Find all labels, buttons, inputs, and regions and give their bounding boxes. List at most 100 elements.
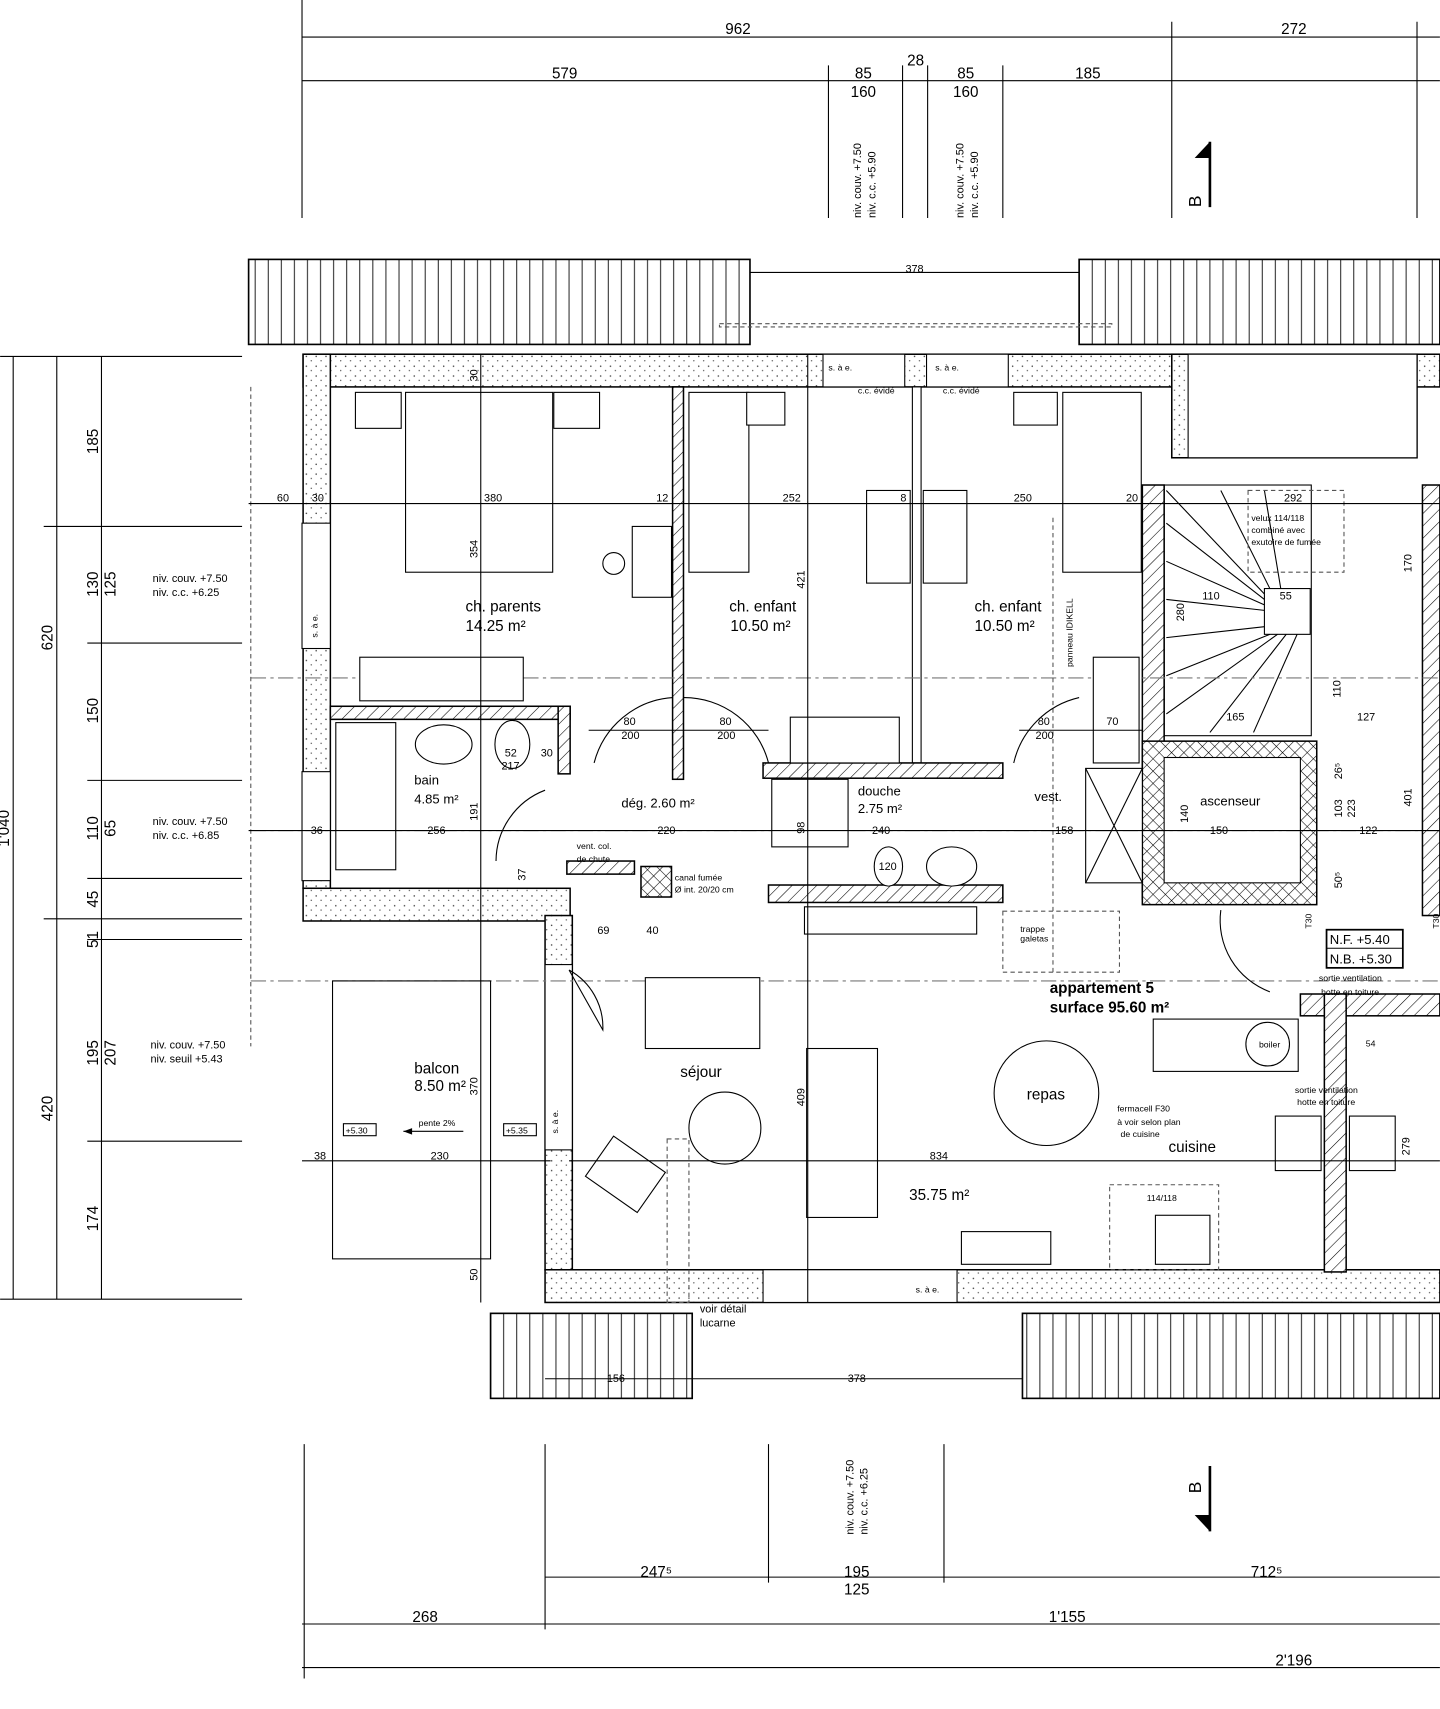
dim: 30: [468, 369, 480, 381]
dim: 103: [1333, 799, 1345, 817]
room-area: 4.85 m²: [414, 791, 459, 806]
dim: 12: [656, 492, 668, 504]
svg-text:B: B: [1185, 1482, 1205, 1494]
dim: 223: [1346, 799, 1358, 817]
dim: 200: [717, 730, 735, 742]
dim: 54: [1366, 1038, 1376, 1048]
room-name: ch. enfant: [729, 598, 797, 615]
level-box: N.F. +5.40 N.B. +5.30: [1325, 928, 1404, 969]
dim: 122: [1359, 825, 1377, 837]
room-area: 14.25 m²: [466, 618, 526, 635]
dim: 38: [314, 1151, 326, 1163]
level-note: niv. c.c. +6.85: [153, 830, 220, 842]
note: boiler: [1259, 1039, 1280, 1049]
note: 114/118: [1147, 1193, 1177, 1203]
dim: 110: [1202, 590, 1219, 602]
level-note: niv. c.c. +5.90: [866, 151, 878, 218]
note: s. à e.: [309, 614, 319, 638]
note: c.c. évidé: [943, 385, 980, 395]
dim: 292: [1284, 492, 1302, 504]
note: Ø int. 20/20 cm: [675, 885, 734, 895]
level-note: niv. c.c. +6.25: [859, 1468, 871, 1535]
dim: 30: [312, 492, 324, 504]
dim: 165: [1226, 711, 1244, 723]
dim-620: 620: [39, 625, 56, 650]
dim: 240: [872, 825, 890, 837]
dim-85: 85: [855, 65, 872, 82]
dim: 20: [1126, 492, 1138, 504]
note: trappe: [1020, 924, 1045, 934]
dim-85b: 85: [957, 65, 974, 82]
dim: 30: [541, 747, 553, 759]
note: pente 2%: [419, 1118, 456, 1128]
note: sortie ventilation: [1319, 973, 1382, 983]
note: hotte en toiture: [1297, 1097, 1355, 1107]
dim: 110: [85, 816, 102, 840]
dim: 140: [1179, 805, 1191, 823]
dim: 401: [1403, 788, 1415, 806]
dimension-top: 962 272 579 85 28 85 185 160 160 niv. co…: [301, 0, 1440, 218]
dim: 279: [1400, 1137, 1412, 1155]
room-name: vest.: [1034, 789, 1062, 804]
floor-level: N.F. +5.40: [1330, 932, 1390, 947]
dimension-bottom: 247⁵ 195 125 712⁵ 268 1'155 2'196 niv. c…: [302, 1444, 1440, 1679]
section-marker-bottom: B: [1185, 1465, 1212, 1532]
dim: 712⁵: [1251, 1564, 1283, 1581]
note: fermacell F30: [1117, 1104, 1170, 1114]
note: c.c. évidé: [858, 385, 895, 395]
room-area: 10.50 m²: [730, 618, 790, 635]
dim: 37: [516, 869, 528, 881]
dim: 268: [412, 1609, 437, 1626]
level-note: niv. c.c. +6.25: [153, 587, 220, 599]
dim: 69: [597, 925, 609, 937]
dim: 421: [795, 570, 807, 588]
doors: [495, 697, 1271, 1032]
level-tag: +5.30: [346, 1126, 368, 1136]
slab-level: N.B. +5.30: [1330, 951, 1392, 966]
svg-text:B: B: [1185, 195, 1205, 207]
dim: 207: [103, 1040, 120, 1065]
room-name: ch. parents: [466, 598, 542, 615]
room-name: dég. 2.60 m²: [621, 796, 695, 811]
dim: 80: [1038, 716, 1050, 728]
dim: 45: [85, 891, 102, 908]
dim: 158: [1055, 825, 1073, 837]
room-name: douche: [858, 784, 901, 799]
note: de cuisine: [1121, 1129, 1160, 1139]
note: velux 114/118: [1251, 513, 1304, 523]
dimension-inner: 60 30 380 12 252 8 250 20 292 354 421 30…: [248, 354, 1440, 1303]
room-area: 2.75 m²: [858, 801, 903, 816]
dim: 195: [844, 1564, 869, 1581]
dim: 834: [930, 1151, 948, 1163]
room-name: ch. enfant: [974, 598, 1042, 615]
room-area: 35.75 m²: [909, 1187, 969, 1204]
dim: 98: [795, 822, 807, 834]
dim: 70: [1106, 716, 1118, 728]
dim-1040: 1'040: [0, 810, 13, 847]
dim: 280: [1175, 603, 1187, 621]
dim: 26⁵: [1333, 763, 1345, 780]
room-name: bain: [414, 773, 439, 788]
note: vent. col.: [577, 841, 612, 851]
room-name: cuisine: [1169, 1139, 1216, 1156]
room-name: séjour: [680, 1064, 722, 1081]
interior-walls: [329, 386, 1440, 1273]
note: s. à e.: [828, 363, 852, 373]
dim: 230: [431, 1151, 449, 1163]
dimension-left: 1'040 620 420 185 130 125 150 110 65 45 …: [0, 355, 243, 1300]
dim: 8: [900, 492, 906, 504]
level-note: niv. couv. +7.50: [151, 1040, 226, 1052]
dim: 150: [85, 698, 102, 723]
staircase: [1163, 484, 1345, 737]
dim: 50⁵: [1333, 872, 1345, 889]
dim: 200: [1036, 730, 1054, 742]
dim: 247⁵: [640, 1564, 672, 1581]
exterior-walls: s. à e. s. à e. s. à e. s. à e. s. à e.: [301, 353, 1440, 1304]
dim-28: 28: [907, 52, 924, 69]
note: combiné avec: [1251, 525, 1305, 535]
dim: 185: [85, 429, 102, 454]
note: panneau IDIKELL: [1065, 598, 1075, 667]
note: canal fumée: [675, 873, 723, 883]
dim: 125: [103, 571, 120, 596]
